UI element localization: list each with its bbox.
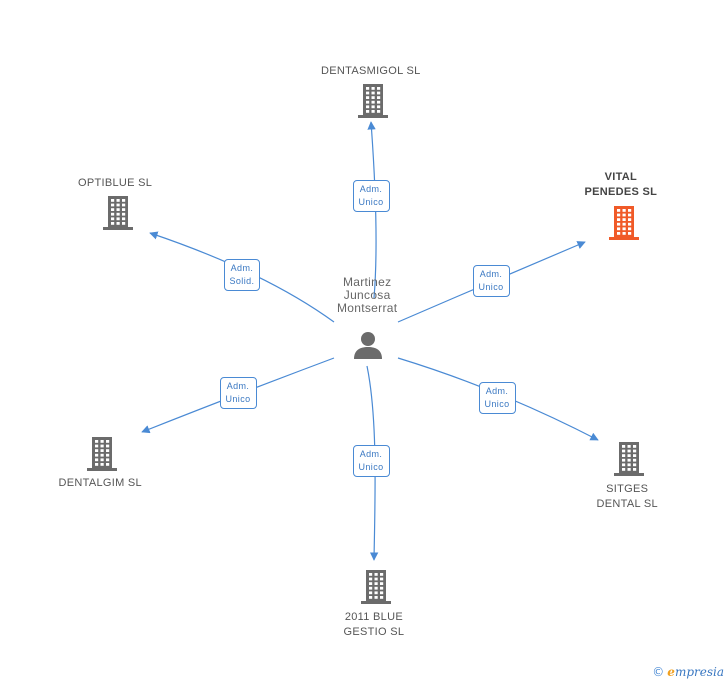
company-label-line: DENTAL SL xyxy=(596,498,658,510)
company-node-vital[interactable] xyxy=(608,206,640,245)
company-node-dentalgim[interactable] xyxy=(86,437,118,476)
center-person-label-line: Juncosa xyxy=(343,288,391,302)
role-badge-line: Unico xyxy=(358,462,384,472)
company-node-dentasmigol[interactable] xyxy=(357,84,389,123)
brand-logo-initial: e xyxy=(667,665,675,679)
company-label-dentalgim[interactable]: DENTALGIM SL xyxy=(59,476,142,491)
building-icon xyxy=(358,84,388,118)
copyright-icon: © xyxy=(652,665,665,679)
company-label-sitges[interactable]: SITGES DENTAL SL xyxy=(597,482,658,512)
role-badge-line: Unico xyxy=(484,399,510,409)
brand-logo-text: mpresia xyxy=(674,665,724,679)
company-label-dentasmigol[interactable]: DENTASMIGOL SL xyxy=(321,64,421,79)
role-badge-blue2011[interactable]: Adm. Unico xyxy=(352,445,390,477)
building-icon xyxy=(87,437,117,471)
center-person-label-line: Montserrat xyxy=(337,301,398,315)
company-label-line: 2011 BLUE xyxy=(344,611,403,623)
role-badge-line: Solid. xyxy=(229,276,255,286)
company-node-sitges[interactable] xyxy=(613,442,645,481)
center-person-node[interactable] xyxy=(353,330,383,365)
company-label-vital[interactable]: VITAL PENEDES SL xyxy=(585,170,658,200)
brand-footer: ©empresia xyxy=(652,665,724,679)
edge-dentasmigol xyxy=(367,121,377,299)
role-badge-sitges[interactable]: Adm. Unico xyxy=(478,382,516,414)
role-badge-optiblue[interactable]: Adm. Solid. xyxy=(223,259,261,291)
company-label-line: DENTALGIM SL xyxy=(58,477,142,489)
center-person-label-line: Martinez xyxy=(342,275,392,289)
company-node-blue2011[interactable] xyxy=(360,570,392,609)
company-label-optiblue[interactable]: OPTIBLUE SL xyxy=(78,176,152,191)
role-badge-line: Adm. xyxy=(479,269,503,279)
company-label-line: DENTASMIGOL SL xyxy=(321,65,421,77)
company-label-line: VITAL xyxy=(604,171,638,183)
role-badge-line: Unico xyxy=(358,197,384,207)
person-icon xyxy=(354,332,382,359)
role-badge-line: Unico xyxy=(225,394,251,404)
role-badge-dentalgim[interactable]: Adm. Unico xyxy=(219,377,257,409)
building-icon xyxy=(103,196,133,230)
company-node-optiblue[interactable] xyxy=(102,196,134,235)
building-icon xyxy=(614,442,644,476)
role-badge-line: Adm. xyxy=(226,381,250,391)
company-label-line: OPTIBLUE SL xyxy=(78,177,153,189)
company-label-blue2011[interactable]: 2011 BLUE GESTIO SL xyxy=(344,610,405,640)
role-badge-line: Adm. xyxy=(359,184,383,194)
building-icon xyxy=(361,570,391,604)
role-badge-line: Adm. xyxy=(230,263,254,273)
company-label-line: PENEDES SL xyxy=(584,186,658,198)
role-badge-dentasmigol[interactable]: Adm. Unico xyxy=(352,180,390,212)
company-label-line: SITGES xyxy=(606,483,649,495)
company-label-line: GESTIO SL xyxy=(343,626,405,638)
role-badge-line: Unico xyxy=(478,282,504,292)
role-badge-vital[interactable]: Adm. Unico xyxy=(472,265,510,297)
role-badge-line: Adm. xyxy=(485,386,509,396)
building-icon xyxy=(609,206,639,240)
role-badge-line: Adm. xyxy=(359,449,383,459)
